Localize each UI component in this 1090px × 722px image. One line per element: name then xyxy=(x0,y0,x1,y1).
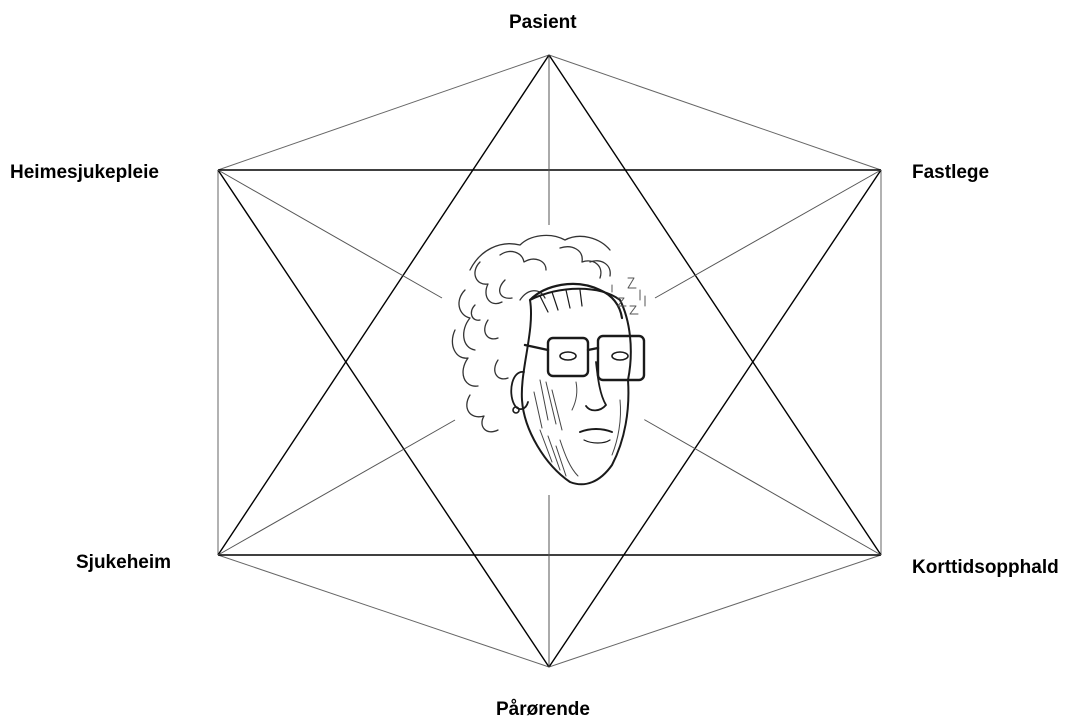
node-label-parorende: Pårørende xyxy=(496,700,590,719)
portrait-sketch xyxy=(448,229,656,490)
node-label-korttidsopphald: Korttidsopphald xyxy=(912,558,1059,577)
node-label-fastlege: Fastlege xyxy=(912,163,989,182)
edge-top-upperright xyxy=(549,55,881,170)
portrait-backdrop xyxy=(448,229,656,490)
edge-upperleft-top xyxy=(218,55,549,170)
node-label-sjukeheim: Sjukeheim xyxy=(76,553,171,572)
spoke-upper-right xyxy=(655,170,881,298)
node-label-pasient: Pasient xyxy=(509,13,577,32)
spoke-upper-left xyxy=(218,170,442,298)
node-label-heimesjukepleie: Heimesjukepleie xyxy=(10,163,159,182)
edge-bottom-lowerleft xyxy=(218,555,549,667)
edge-lowerright-bottom xyxy=(549,555,881,667)
spoke-lower-right xyxy=(638,416,881,555)
spoke-lower-left xyxy=(218,420,455,555)
